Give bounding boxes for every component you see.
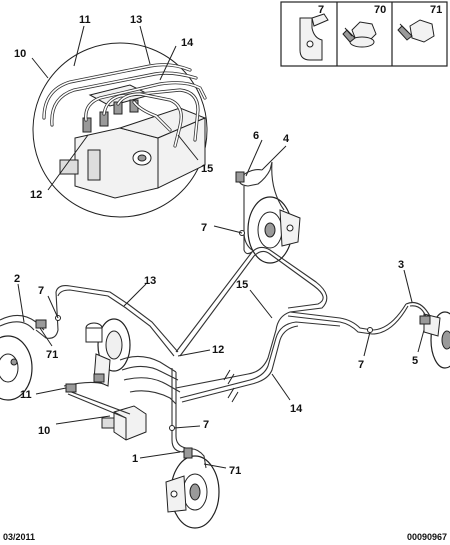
brake-pipes <box>35 230 409 453</box>
callout-3: 3 <box>398 259 404 271</box>
callout-12: 12 <box>212 344 224 356</box>
abs-unit <box>63 381 147 441</box>
footer-date: 03/2011 <box>3 532 35 542</box>
callout-7-front-right: 7 <box>201 222 207 234</box>
flange-screw-drawing <box>342 21 377 48</box>
parts-box: 7 70 71 <box>280 1 448 67</box>
zoom-label-13: 13 <box>130 14 142 26</box>
callout-5: 5 <box>412 355 418 367</box>
callout-71-lower: 71 <box>229 465 241 477</box>
callout-4: 4 <box>283 133 290 145</box>
zoom-label-12: 12 <box>30 189 42 201</box>
callout-11: 11 <box>20 389 32 401</box>
callout-7-lower: 7 <box>203 419 209 431</box>
zoom-label-15: 15 <box>201 163 213 175</box>
abs-detail-circle: 11 13 14 10 12 15 <box>14 14 213 218</box>
callout-7-rear-right: 7 <box>358 359 364 371</box>
rear-right-brake <box>405 301 450 369</box>
callout-1: 1 <box>132 453 138 465</box>
zoom-label-14: 14 <box>181 37 194 49</box>
hex-screw-drawing <box>397 19 435 43</box>
callout-7-left: 7 <box>38 285 44 297</box>
brake-booster <box>85 318 131 387</box>
callout-14: 14 <box>290 403 303 415</box>
callout-labels: 6 4 7 3 5 7 2 7 71 13 15 12 14 11 10 7 1… <box>14 130 418 477</box>
zoom-label-10: 10 <box>14 48 26 60</box>
callout-15: 15 <box>236 279 248 291</box>
footer-reference: 00090967 <box>407 532 447 542</box>
leader-lines <box>17 139 425 469</box>
callout-71-left: 71 <box>46 349 58 361</box>
parts-box-label-71: 71 <box>430 4 442 16</box>
clip-part-drawing <box>299 13 329 61</box>
callout-2: 2 <box>14 273 20 285</box>
left-brake-disc <box>0 314 47 401</box>
front-right-brake <box>235 161 301 264</box>
parts-box-label-70: 70 <box>374 4 386 16</box>
callout-6: 6 <box>253 130 259 142</box>
front-left-brake <box>165 447 220 529</box>
parts-box-label-7: 7 <box>318 4 324 16</box>
callout-13: 13 <box>144 275 156 287</box>
zoom-label-11: 11 <box>79 14 91 26</box>
callout-10: 10 <box>38 425 50 437</box>
